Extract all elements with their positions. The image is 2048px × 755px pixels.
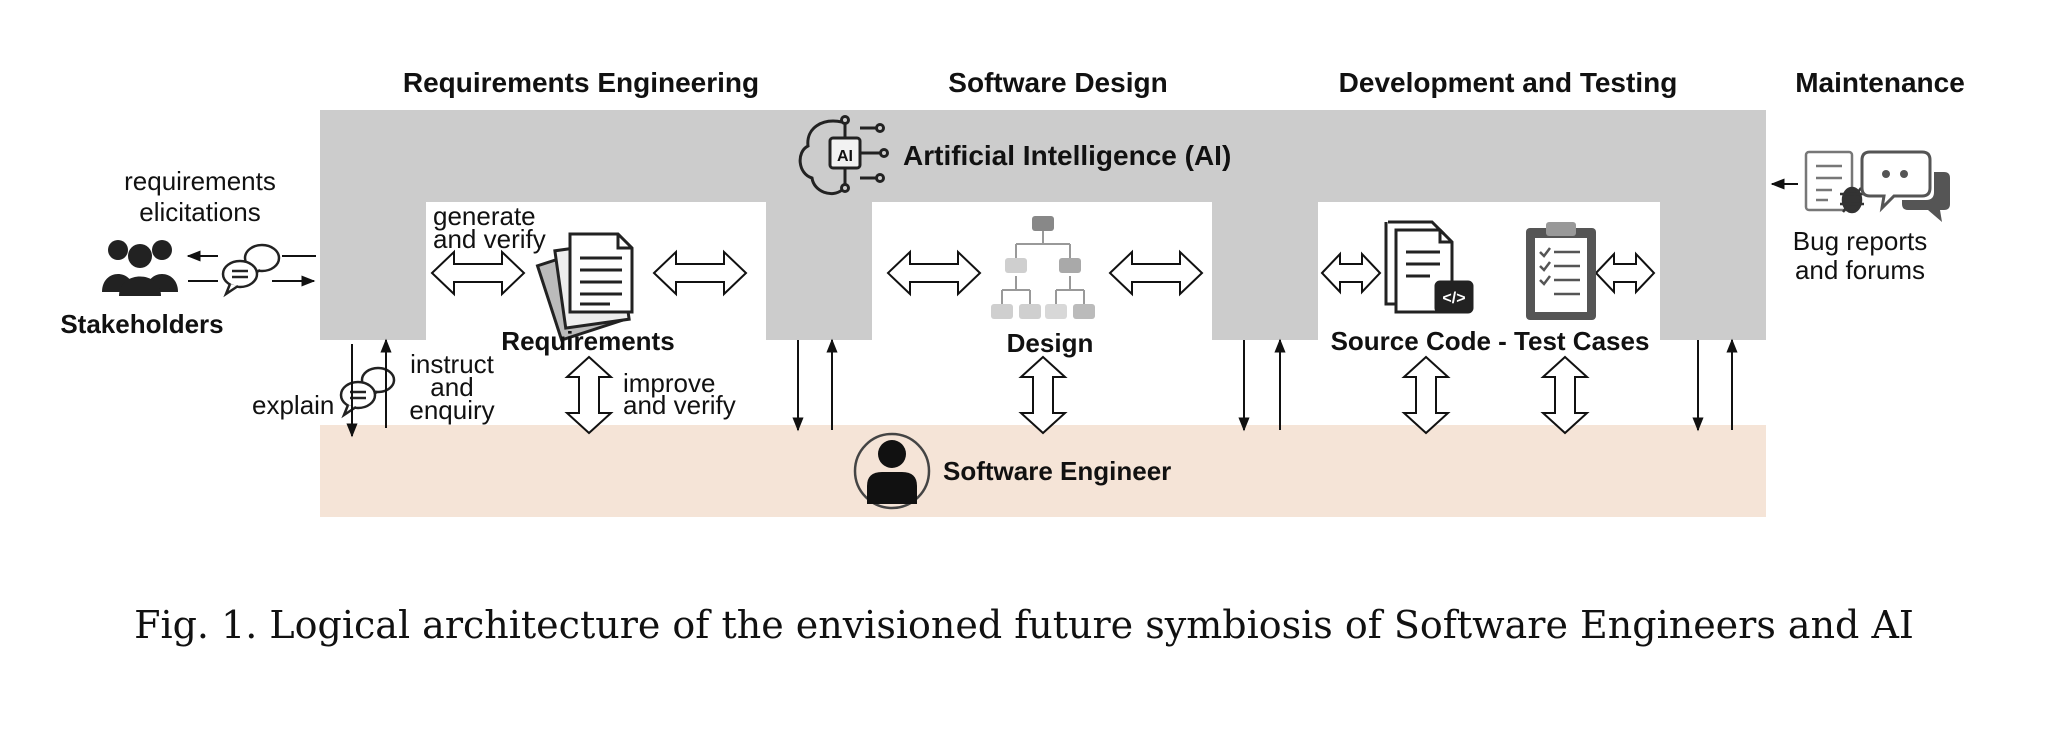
requirements-documents-icon bbox=[535, 232, 634, 342]
design-hierarchy-icon bbox=[991, 216, 1095, 319]
bug-report-icon bbox=[1804, 150, 1864, 214]
design-ai-double-arrow-left bbox=[886, 249, 982, 297]
software-engineer-label: Software Engineer bbox=[943, 456, 1171, 486]
improve-verify-line2: and verify bbox=[623, 390, 736, 420]
code-ai-double-arrow-left bbox=[1320, 251, 1382, 295]
requirements-ai-double-arrow-right bbox=[652, 249, 748, 297]
explain-chat-icon bbox=[339, 366, 396, 419]
elicitation-chat-icon bbox=[221, 243, 281, 298]
bug-reports-label-line1: Bug reports bbox=[1793, 226, 1927, 256]
software-engineer-avatar bbox=[853, 432, 931, 510]
software-engineer-layer bbox=[320, 425, 1766, 517]
design-label: Design bbox=[1007, 328, 1094, 358]
phase-software-design: Software Design bbox=[948, 67, 1167, 98]
code-tests-label: Source Code - Test Cases bbox=[1331, 326, 1650, 356]
explain-label: explain bbox=[252, 390, 334, 420]
tests-ai-double-arrow-right bbox=[1594, 251, 1656, 295]
elicitation-label-line2: elicitations bbox=[139, 197, 260, 227]
requirements-label: Requirements bbox=[501, 326, 674, 356]
design-engineer-double-arrow bbox=[1018, 355, 1068, 435]
figure-caption: Fig. 1. Logical architecture of the envi… bbox=[134, 603, 1914, 647]
ai-label: Artificial Intelligence (AI) bbox=[903, 140, 1231, 171]
tests-engineer-double-arrow bbox=[1540, 355, 1590, 435]
instruct-line1: instruct bbox=[410, 349, 495, 379]
phase-requirements-engineering: Requirements Engineering bbox=[403, 67, 759, 98]
phase-maintenance: Maintenance bbox=[1795, 67, 1965, 98]
design-ai-double-arrow-right bbox=[1108, 249, 1204, 297]
phase-development-testing: Development and Testing bbox=[1339, 67, 1678, 98]
instruct-line3: enquiry bbox=[409, 395, 494, 425]
elicitation-label-line1: requirements bbox=[124, 166, 276, 196]
requirements-engineer-double-arrow bbox=[564, 355, 614, 435]
code-engineer-double-arrow bbox=[1401, 355, 1451, 435]
requirements-ai-double-arrow-left bbox=[430, 249, 526, 297]
generate-verify-line1: generate bbox=[433, 201, 536, 231]
stakeholders-label: Stakeholders bbox=[60, 309, 223, 339]
generate-verify-line2: and verify bbox=[433, 224, 546, 254]
code-tag-icon: </> bbox=[1442, 290, 1465, 307]
bug-reports-label-line2: and forums bbox=[1795, 255, 1925, 285]
improve-verify-line1: improve bbox=[623, 368, 715, 398]
ai-layer bbox=[320, 110, 1766, 340]
forum-chat-icon bbox=[1860, 150, 1950, 222]
source-code-icon bbox=[1384, 220, 1474, 314]
ai-chip-text: AI bbox=[837, 148, 853, 165]
stakeholders-icon bbox=[102, 240, 178, 296]
instruct-line2: and bbox=[430, 372, 473, 402]
test-cases-clipboard-icon bbox=[1526, 222, 1596, 320]
ai-brain-icon bbox=[798, 115, 889, 195]
